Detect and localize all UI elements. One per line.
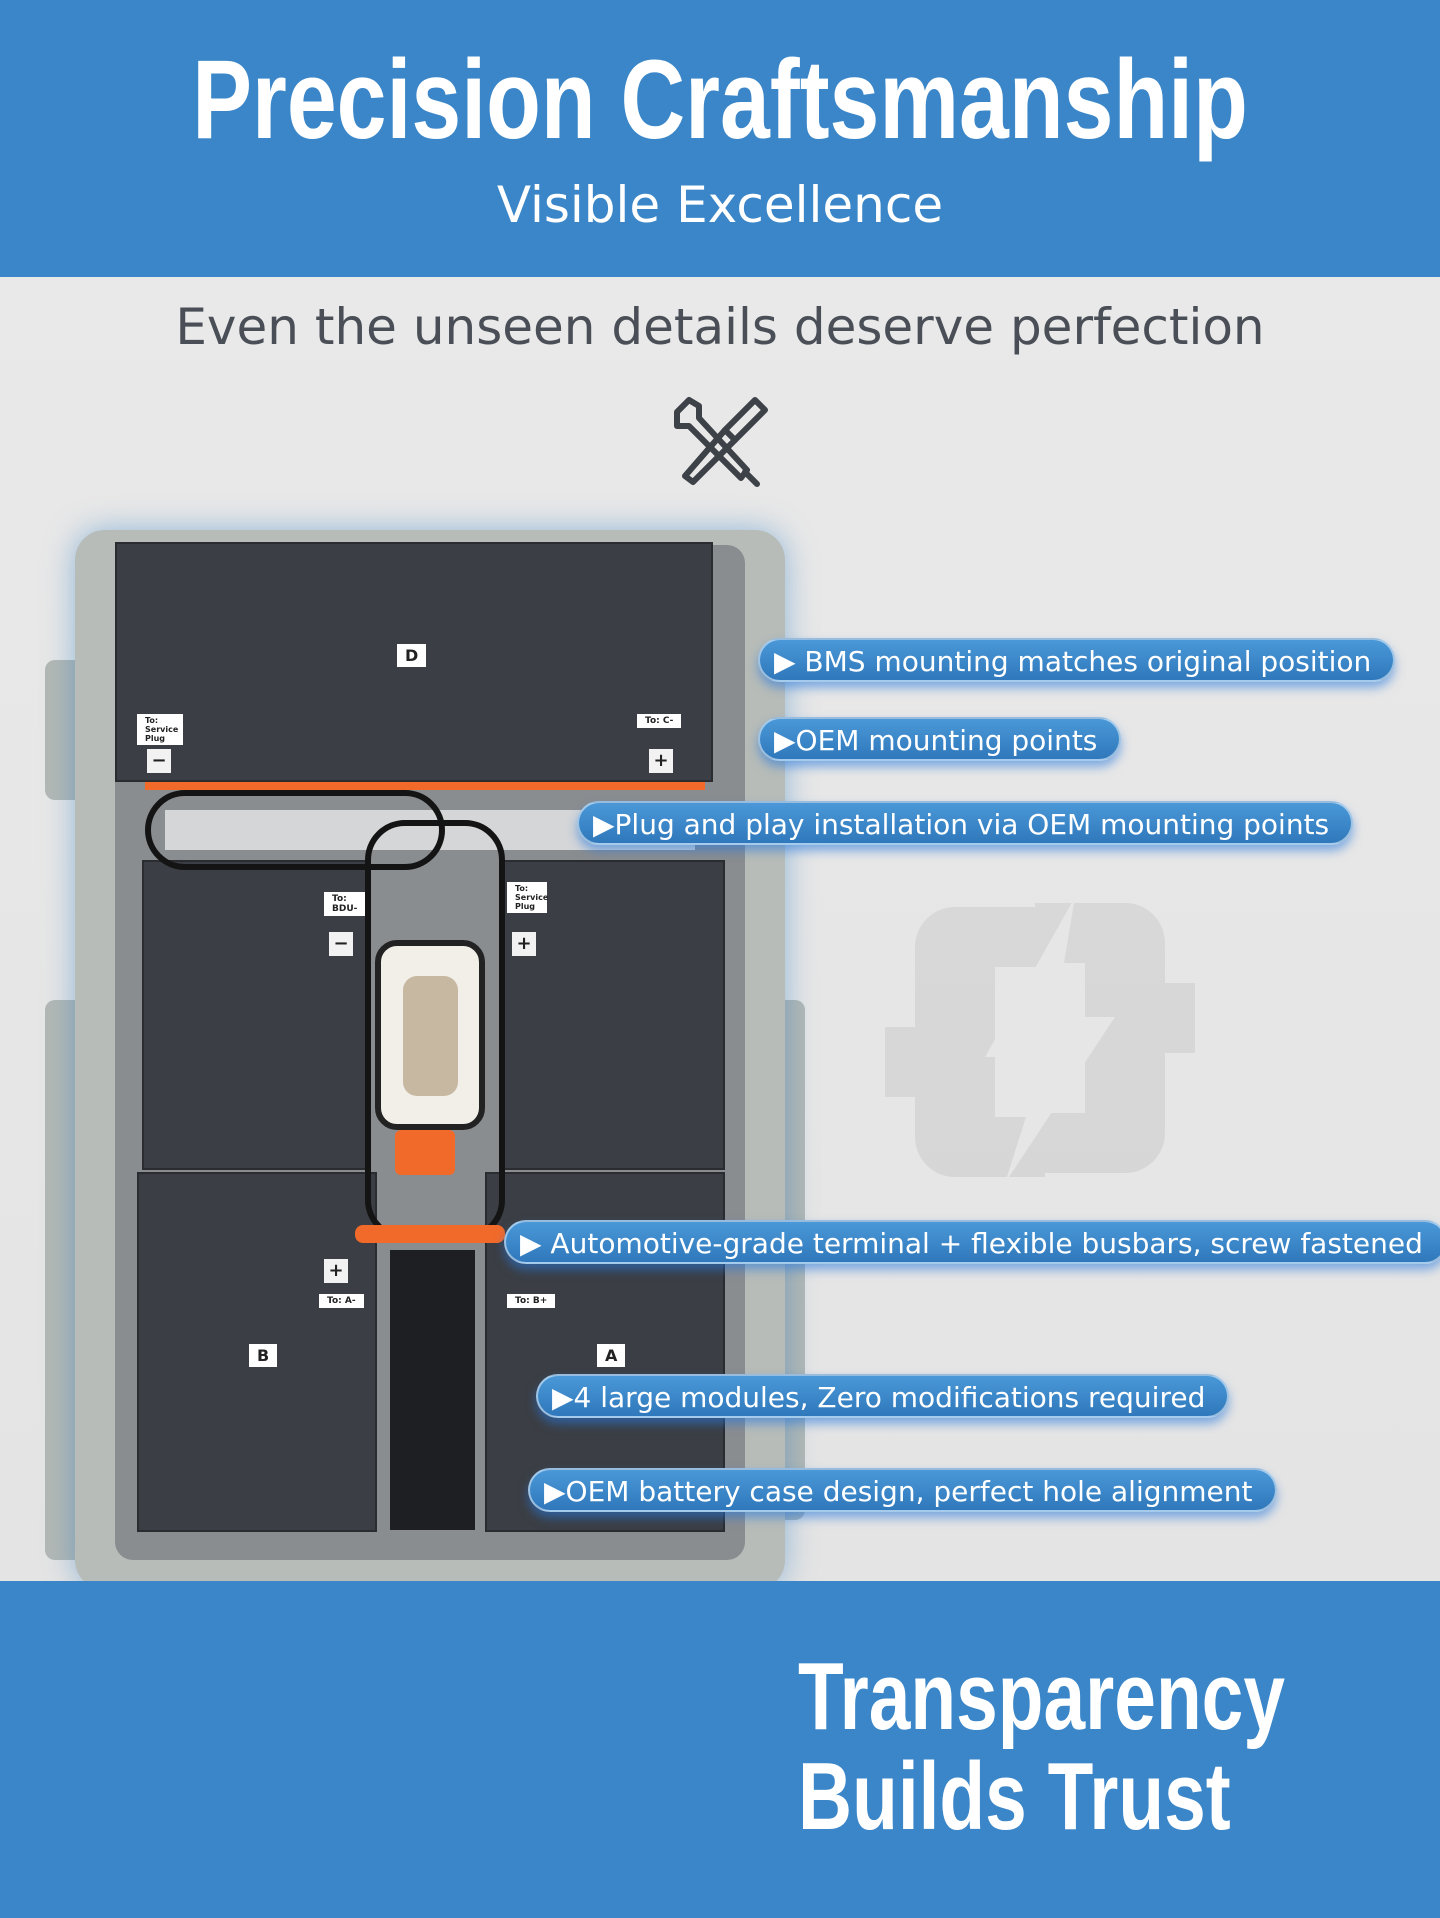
page-subtitle: Visible Excellence xyxy=(496,176,944,234)
minus-terminal-icon: − xyxy=(147,749,171,773)
module-tag: To: B+ xyxy=(507,1294,556,1308)
module-upper-left: To: BDU- − xyxy=(142,860,367,1170)
battery-pack-image: D To: C- To: Service Plug + − To: BDU- −… xyxy=(45,520,815,1630)
module-letter: A xyxy=(597,1344,626,1367)
module-d: D To: C- To: Service Plug + − xyxy=(115,542,713,782)
busbar xyxy=(145,782,705,790)
module-upper-right: To: Service Plug + xyxy=(500,860,725,1170)
callout-modules: ▶4 large modules, Zero modifications req… xyxy=(536,1374,1230,1418)
minus-terminal-icon: − xyxy=(329,932,353,956)
module-b: B To: A- + xyxy=(137,1172,377,1532)
orange-busbar xyxy=(355,1225,505,1243)
module-tag: To: Service Plug xyxy=(137,714,183,745)
orange-connector xyxy=(395,1130,455,1175)
logo-watermark-icon xyxy=(885,897,1195,1183)
plus-terminal-icon: + xyxy=(512,932,536,956)
plus-terminal-icon: + xyxy=(649,749,673,773)
tools-icon xyxy=(674,397,768,487)
module-tag: To: C- xyxy=(637,714,682,728)
module-tag: To: BDU- xyxy=(324,892,366,916)
fuse-box xyxy=(390,1250,475,1530)
tagline: Even the unseen details deserve perfecti… xyxy=(175,298,1265,356)
footer-line-2: Builds Trust xyxy=(798,1743,1231,1850)
module-tag: To: A- xyxy=(319,1294,364,1308)
module-tag: To: Service Plug xyxy=(507,882,548,913)
header-banner: Precision Craftsmanship Visible Excellen… xyxy=(0,0,1440,277)
footer-banner: Transparency Builds Trust xyxy=(0,1581,1440,1918)
page-title: Precision Craftsmanship xyxy=(192,37,1248,162)
module-letter: B xyxy=(249,1344,278,1367)
callout-oem-points: ▶OEM mounting points xyxy=(758,717,1122,761)
callout-case: ▶OEM battery case design, perfect hole a… xyxy=(528,1468,1277,1512)
callout-bms: ▶ BMS mounting matches original position xyxy=(758,638,1396,682)
bms-connector xyxy=(375,940,485,1130)
footer-line-1: Transparency xyxy=(798,1643,1285,1750)
module-letter: D xyxy=(397,644,427,667)
callout-plug-play: ▶Plug and play installation via OEM moun… xyxy=(577,801,1354,845)
callout-terminal: ▶ Automotive-grade terminal + flexible b… xyxy=(504,1220,1440,1264)
plus-terminal-icon: + xyxy=(324,1259,348,1283)
cable-harness xyxy=(145,790,445,870)
